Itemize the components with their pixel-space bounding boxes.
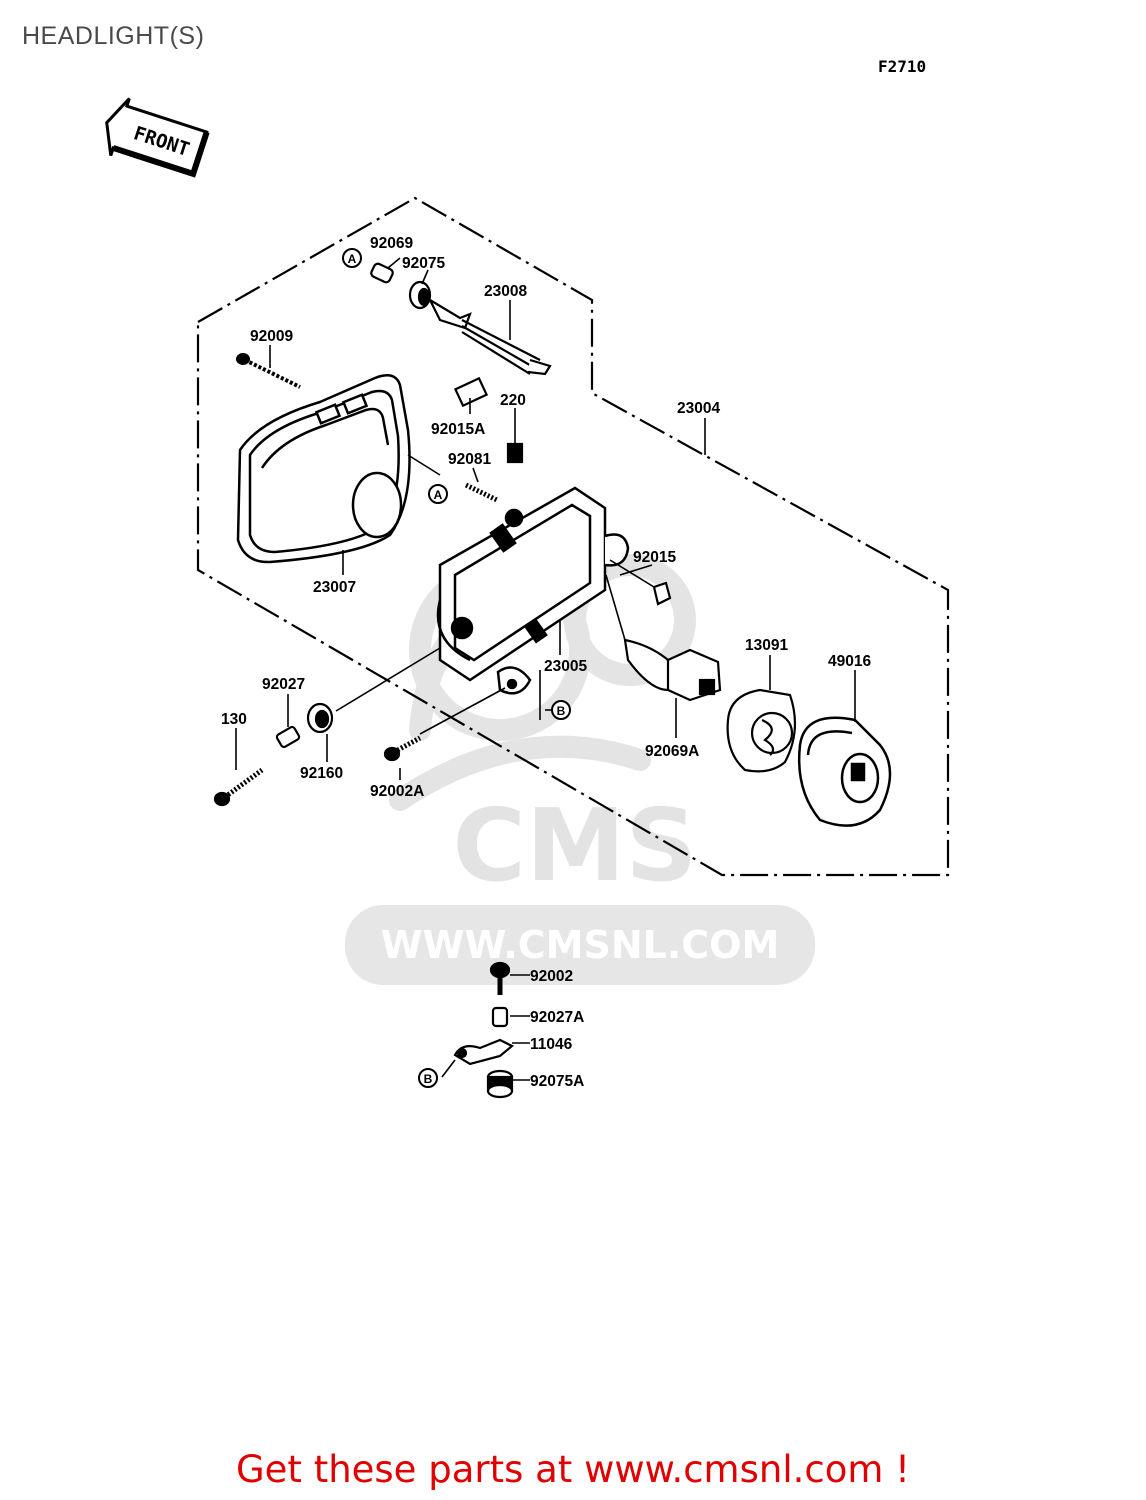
part-label-23005[interactable]: 23005 <box>544 658 587 675</box>
cta-link[interactable]: Get these parts at www.cmsnl.com ! <box>235 1448 910 1491</box>
part-label-92160[interactable]: 92160 <box>300 765 343 782</box>
part-label-92015[interactable]: 92015 <box>633 549 676 566</box>
callout-b-lower: B <box>418 1068 438 1088</box>
part-label-92069[interactable]: 92069 <box>370 235 413 252</box>
dust-cover-49016-icon <box>797 716 892 827</box>
watermark-brand: CMS <box>453 787 698 904</box>
part-labels: 92069 92075 23008 92009 220 92015A 23004… <box>221 235 871 1090</box>
screw-92009-icon <box>236 353 301 389</box>
part-label-11046[interactable]: 11046 <box>530 1036 573 1053</box>
bulb-socket-parts <box>370 262 672 606</box>
part-label-92069A[interactable]: 92069A <box>645 743 699 760</box>
part-label-92027[interactable]: 92027 <box>262 676 305 693</box>
part-label-23004[interactable]: 23004 <box>677 400 720 417</box>
assembly-outline <box>196 196 950 877</box>
headlight-lens <box>236 373 411 564</box>
leader-lines <box>235 257 856 1081</box>
part-label-220[interactable]: 220 <box>500 392 526 409</box>
socket-13091-icon <box>726 688 797 773</box>
watermark-url-badge <box>345 905 815 985</box>
part-label-13091[interactable]: 13091 <box>745 637 788 654</box>
lower-bolts <box>213 702 422 807</box>
part-label-92027A[interactable]: 92027A <box>530 1009 584 1026</box>
part-label-49016[interactable]: 49016 <box>828 653 871 670</box>
part-label-92002[interactable]: 92002 <box>530 968 573 985</box>
part-label-92015A[interactable]: 92015A <box>431 421 485 438</box>
page-title: HEADLIGHT(S) <box>22 22 205 50</box>
callout-b-lower-label: B <box>424 1072 433 1086</box>
ground-parts-stack <box>453 961 514 1099</box>
watermark-url: WWW.CMSNL.COM <box>381 923 780 967</box>
front-arrow-icon: FRONT <box>105 97 210 178</box>
part-label-92002A[interactable]: 92002A <box>370 783 424 800</box>
part-label-130[interactable]: 130 <box>221 711 247 728</box>
part-label-92009[interactable]: 92009 <box>250 328 293 345</box>
part-label-92075A[interactable]: 92075A <box>530 1073 584 1090</box>
bulb-92069A-icon <box>623 638 722 702</box>
callout-a-lens: A <box>428 484 448 504</box>
part-label-23008[interactable]: 23008 <box>484 283 527 300</box>
callout-a-lens-label: A <box>434 488 443 502</box>
part-label-92081[interactable]: 92081 <box>448 451 491 468</box>
diagram-code: F2710 <box>878 57 926 76</box>
watermark: CMS WWW.CMSNL.COM <box>345 554 815 985</box>
headlight-rim <box>436 486 630 695</box>
part-label-92075[interactable]: 92075 <box>402 255 445 272</box>
part-label-23007[interactable]: 23007 <box>313 579 356 596</box>
callout-b-rim-label: B <box>557 704 566 718</box>
callout-b-rim: B <box>551 700 571 720</box>
callout-a-top: A <box>342 248 362 268</box>
callout-a-top-label: A <box>348 252 357 266</box>
